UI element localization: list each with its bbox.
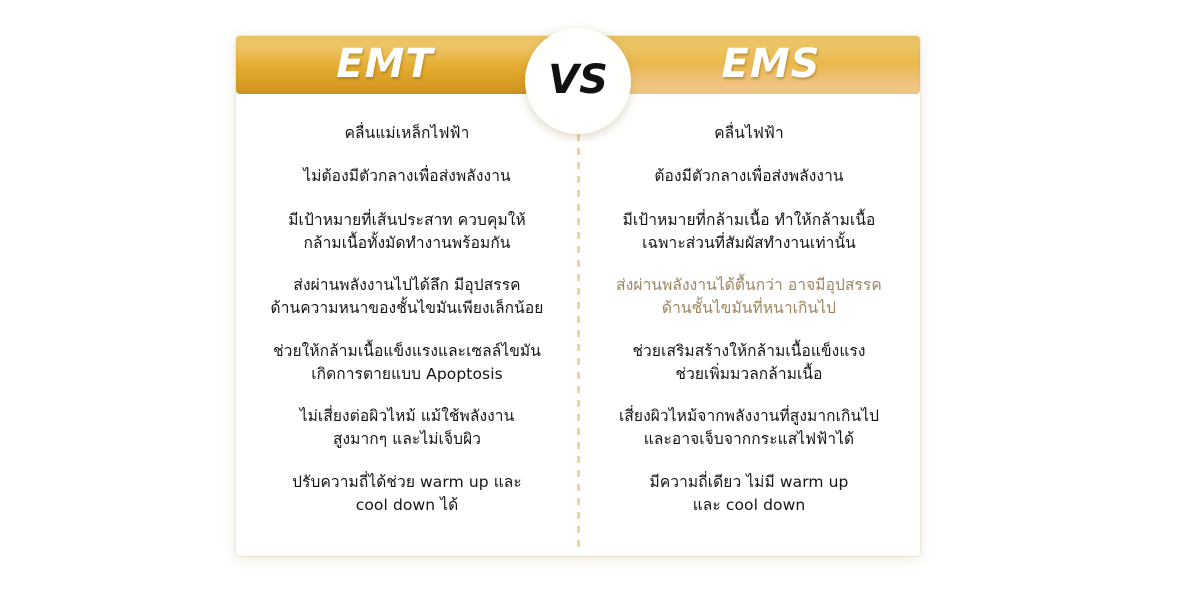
comparison-row-line: มีความถี่เดียว ไม่มี warm up [649,472,849,491]
comparison-row: ไม่เสี่ยงต่อผิวไหม้ แม้ใช้พลังงานสูงมากๆ… [254,405,560,452]
comparison-row-line: และอาจเจ็บจากกระแสไฟฟ้าได้ [643,430,855,449]
comparison-row: เสี่ยงผิวไหม้จากพลังงานที่สูงมากเกินไปแล… [596,405,902,452]
column-divider [577,120,580,554]
comparison-row-line: ด้านความหนาของชั้นไขมันเพียงเล็กน้อย [270,299,544,318]
vs-label: VS [548,57,608,103]
comparison-row-line: เฉพาะส่วนที่สัมผัสทำงานเท่านั้น [642,233,856,252]
comparison-row: ปรับความถี่ได้ช่วย warm up และ cool down … [254,471,560,518]
column-emt: คลื่นแม่เหล็กไฟฟ้าไม่ต้องมีตัวกลางเพื่อส… [236,94,578,556]
banner-title-ems: EMS [721,41,821,87]
comparison-row-line: มีเป้าหมายที่กล้ามเนื้อ ทำให้กล้ามเนื้อ [622,210,876,229]
banner-title-emt: EMT [336,41,434,87]
comparison-row-line: และ cool down [692,495,806,514]
comparison-row-line: ช่วยให้กล้ามเนื้อแข็งแรงและเซลล์ไขมัน [273,341,541,360]
comparison-row-line: สูงมากๆ และไม่เจ็บผิว [332,430,482,449]
comparison-row-line: เสี่ยงผิวไหม้จากพลังงานที่สูงมากเกินไป [618,407,880,425]
comparison-row-line: ส่งผ่านพลังงานไปได้ลึก มีอุปสรรค [293,276,521,294]
comparison-row-line: มีเป้าหมายที่เส้นประสาท ควบคุมให้ [288,210,526,229]
comparison-row-line: ไม่ต้องมีตัวกลางเพื่อส่งพลังงาน [303,167,511,186]
comparison-row: ส่งผ่านพลังงานไปได้ลึก มีอุปสรรคด้านความ… [254,274,560,321]
comparison-row-line: ด้านชั้นไขมันที่หนาเกินไป [661,299,837,318]
comparison-row: มีเป้าหมายที่เส้นประสาท ควบคุมให้กล้ามเน… [254,209,560,256]
comparison-row-line: ปรับความถี่ได้ช่วย warm up และ [292,472,522,491]
comparison-row-line: คลื่นไฟฟ้า [714,124,784,142]
comparison-row-line: ส่งผ่านพลังงานได้ตื้นกว่า อาจมีอุปสรรค [616,276,882,294]
comparison-row-line: ต้องมีตัวกลางเพื่อส่งพลังงาน [654,167,844,186]
comparison-card: EMT EMS VS คลื่นแม่เหล็กไฟฟ้าไม่ต้องมีตั… [236,28,920,556]
column-ems: คลื่นไฟฟ้าต้องมีตัวกลางเพื่อส่งพลังงานมี… [578,94,920,556]
comparison-row: ช่วยเสริมสร้างให้กล้ามเนื้อแข็งแรงช่วยเพ… [596,340,902,387]
comparison-row-line: ช่วยเพิ่มมวลกล้ามเนื้อ [675,364,823,383]
comparison-row: ช่วยให้กล้ามเนื้อแข็งแรงและเซลล์ไขมันเกิ… [254,340,560,387]
comparison-row: มีเป้าหมายที่กล้ามเนื้อ ทำให้กล้ามเนื้อเ… [596,209,902,256]
comparison-row-line: cool down ได้ [355,495,459,514]
comparison-row-line: กล้ามเนื้อทั้งมัดทำงานพร้อมกัน [303,233,511,252]
comparison-row-line: คลื่นแม่เหล็กไฟฟ้า [344,124,470,142]
comparison-columns: คลื่นแม่เหล็กไฟฟ้าไม่ต้องมีตัวกลางเพื่อส… [236,94,920,556]
comparison-row: คลื่นไฟฟ้า [596,122,902,145]
comparison-row-line: เกิดการตายแบบ Apoptosis [311,364,503,383]
comparison-row: คลื่นแม่เหล็กไฟฟ้า [254,122,560,145]
comparison-row: ต้องมีตัวกลางเพื่อส่งพลังงาน [596,165,902,188]
comparison-row: ไม่ต้องมีตัวกลางเพื่อส่งพลังงาน [254,165,560,188]
comparison-row: ส่งผ่านพลังงานได้ตื้นกว่า อาจมีอุปสรรคด้… [596,274,902,321]
vs-badge: VS [525,28,631,134]
comparison-row-line: ช่วยเสริมสร้างให้กล้ามเนื้อแข็งแรง [632,341,866,360]
comparison-row-line: ไม่เสี่ยงต่อผิวไหม้ แม้ใช้พลังงาน [299,407,515,425]
comparison-row: มีความถี่เดียว ไม่มี warm up และ cool dow… [596,471,902,518]
